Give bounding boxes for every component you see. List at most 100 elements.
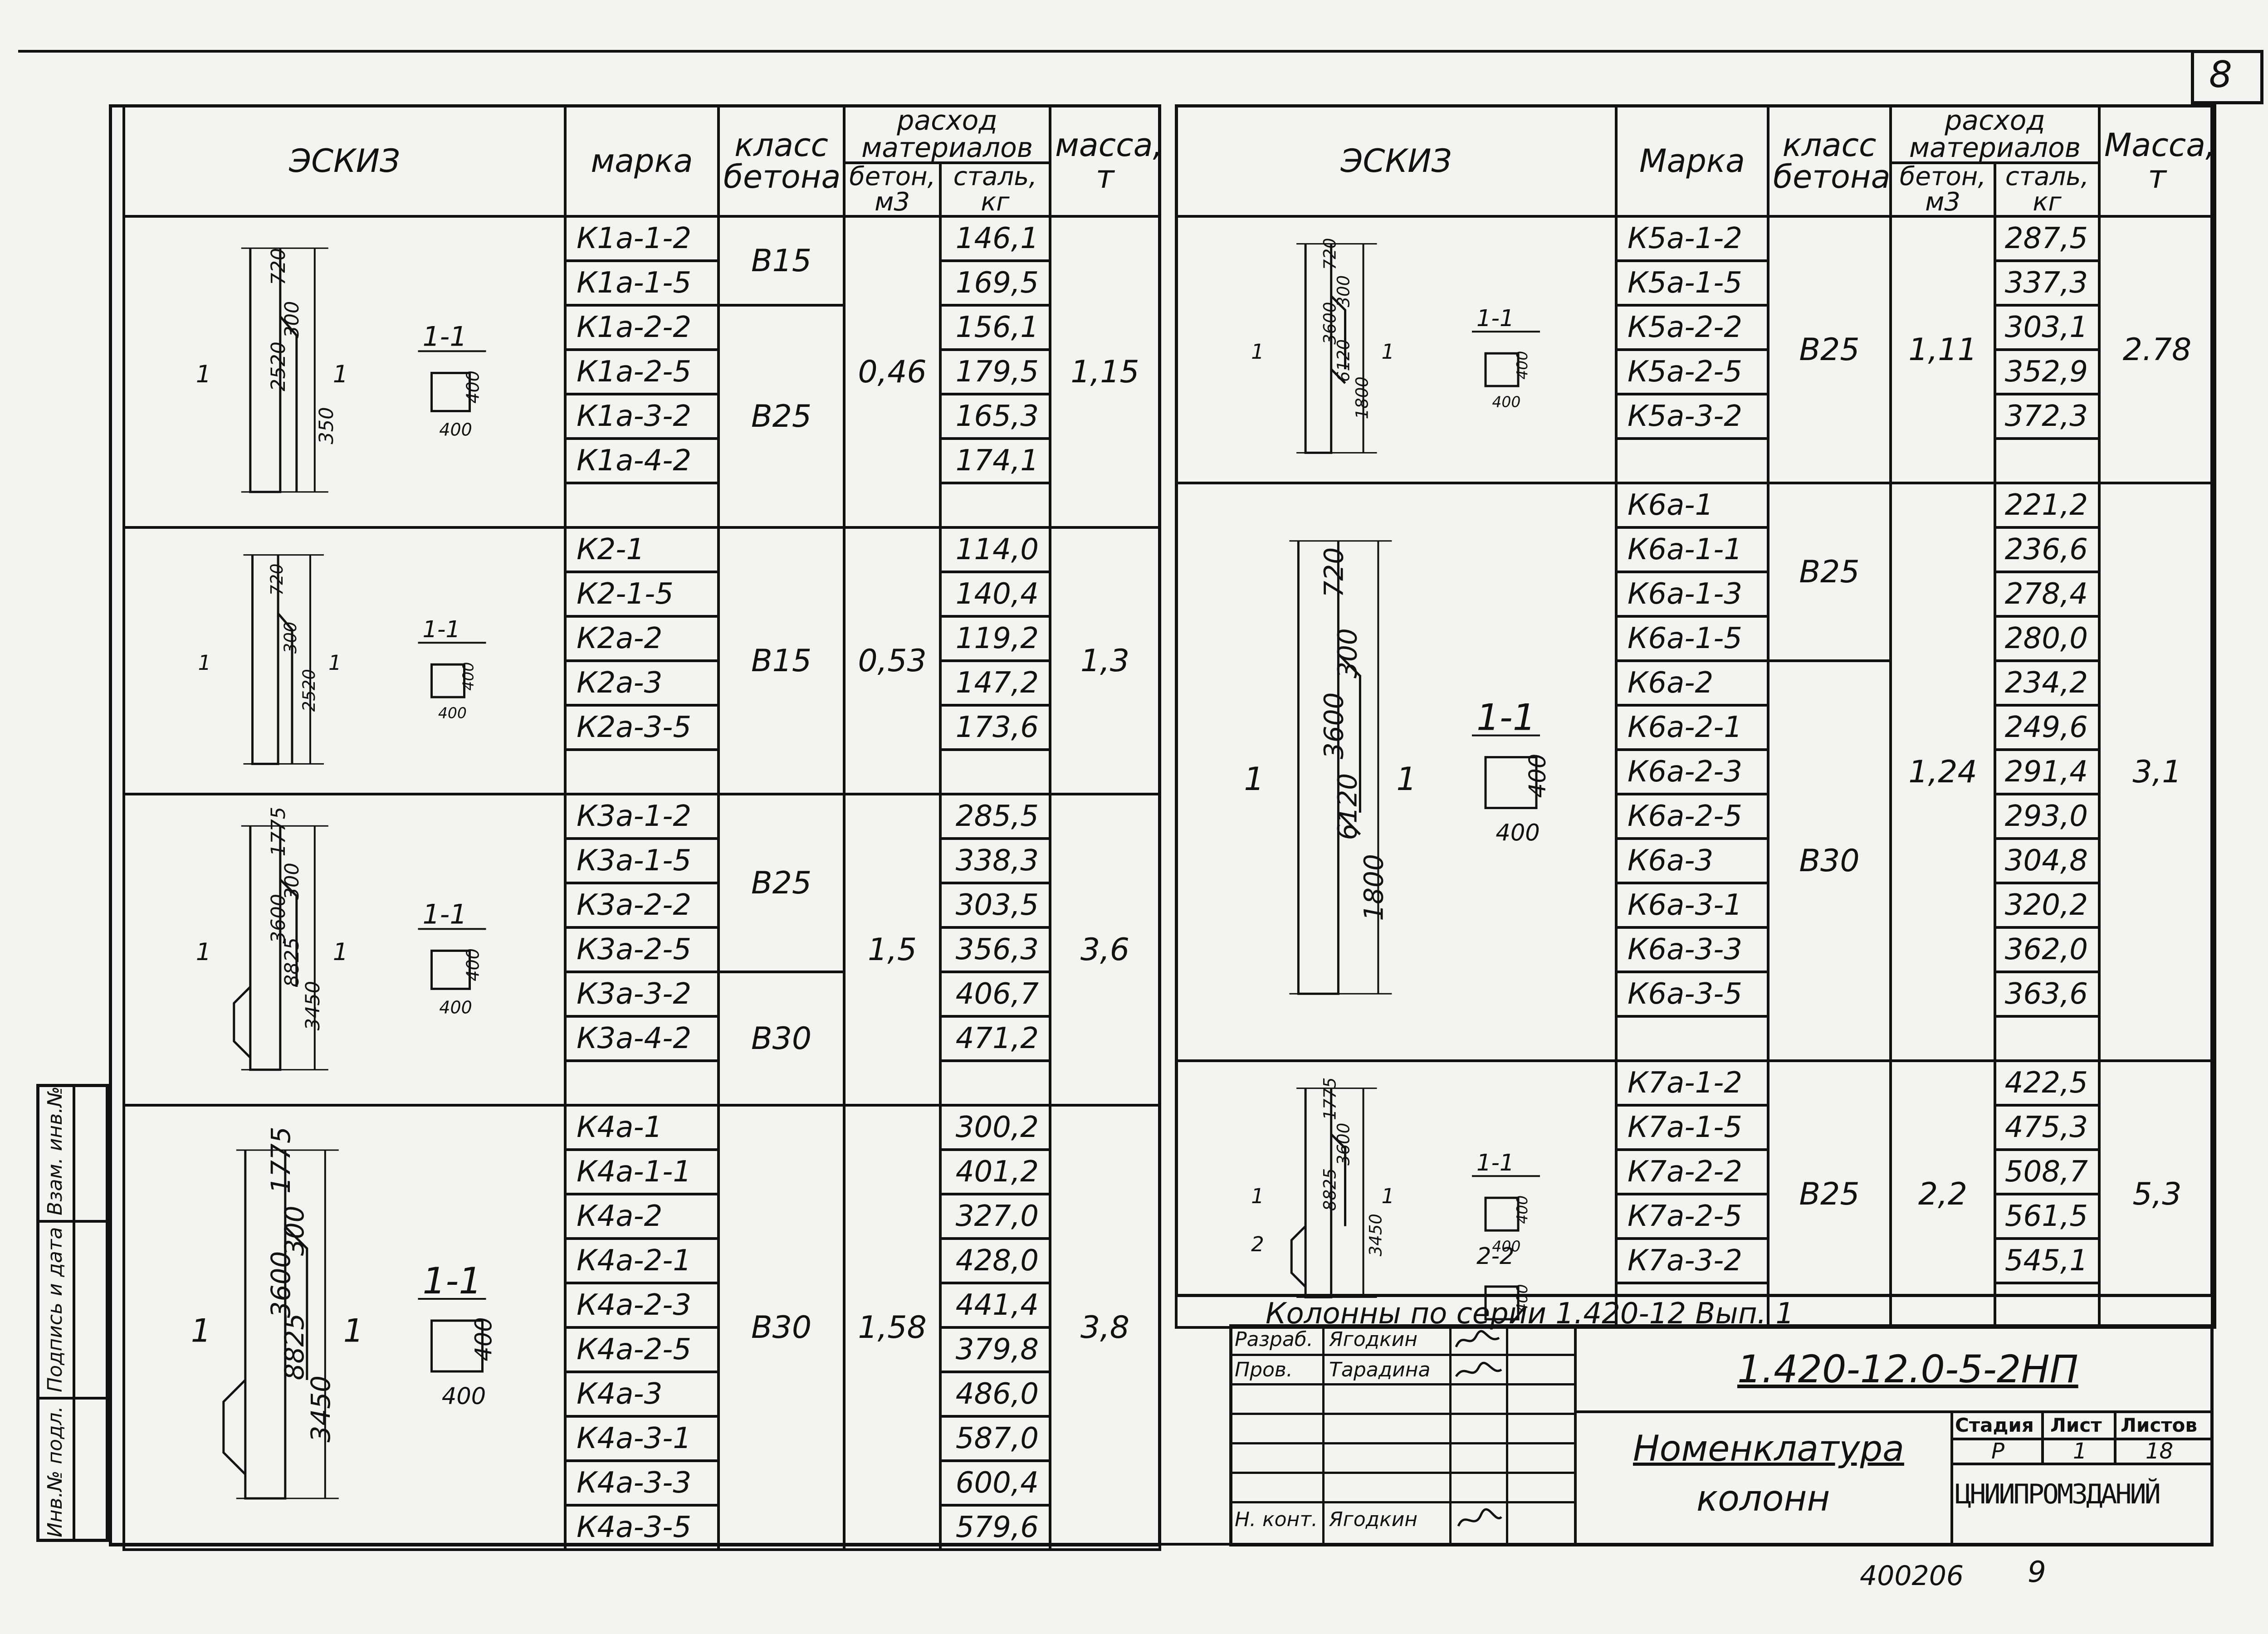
mark-cell: К3а-1-2 [564,793,720,840]
tb-divider [1950,1410,1953,1546]
steel-cell: 338,3 [938,837,1051,884]
right-sketch-2-cross-section [1484,756,1538,810]
mark-cell: К4а-3-1 [564,1415,720,1462]
concrete-volume-cell: 0,53 [843,526,942,795]
top-border-line [18,50,2259,53]
left-sketch-2-dimension-1: 300 [281,622,300,654]
right-header-consumption: расход материалов [1889,104,2101,164]
mark-cell: К6а-3-5 [1615,971,1769,1018]
right-sketch-3-section2-dim-0: 400 [1513,1284,1531,1313]
left-sketch-3-cut-mark: 1 [196,938,211,966]
left-sketch-2-dimension-0: 720 [267,564,287,596]
tb-stage: Р [1991,1439,2004,1464]
mark-cell: К1а-2-2 [564,304,720,351]
right-sketch-1-dimension-0: 720 [1320,238,1340,270]
mark-cell [1615,1015,1769,1062]
steel-cell: 363,6 [1994,971,2101,1018]
mark-cell: К5а-1-5 [1615,259,1769,307]
tb-col [1506,1324,1508,1546]
steel-cell: 119,2 [938,615,1051,662]
concrete-class-cell: В15 [717,526,846,795]
tb-sheet: 1 [2073,1439,2087,1464]
steel-cell: 156,1 [938,304,1051,351]
left-sketch-1-dimension-2: 2520 [267,341,290,391]
steel-cell: 600,4 [938,1459,1051,1507]
right-sketch-3-cross-section-2 [1484,1285,1520,1321]
concrete-class-cell: В25 [717,793,846,973]
right-header-class: класс бетона [1767,104,1892,218]
steel-cell: 140,4 [938,571,1051,618]
steel-cell [938,1059,1051,1107]
steel-cell: 352,9 [1994,348,2101,395]
steel-cell: 303,5 [938,882,1051,929]
right-sketch-3-cut-mark: 1 [1251,1184,1264,1208]
right-sketch-1-section-title: 1-1 [1476,305,1514,332]
steel-cell: 169,5 [938,259,1051,307]
steel-cell: 471,2 [938,1015,1051,1062]
side-sign-date: Подпись и дата [44,1227,67,1392]
table-row: К6а-3-5 363,6 [1176,971,2215,1018]
left-sketch-3-cross-section [430,949,471,990]
archive-sheet: 9 [2028,1556,2046,1589]
left-sketch-1-dimension-3: 350 [315,407,338,444]
left-sketch-3-cut-mark: 1 [333,938,348,966]
steel-cell: 428,0 [938,1237,1051,1284]
steel-cell [938,482,1051,529]
steel-cell: 545,1 [1994,1237,2101,1284]
mark-cell: К2а-3-5 [564,704,720,751]
mark-cell: К6а-2 [1615,659,1769,707]
left-header-mark: марка [564,104,720,218]
steel-cell [1994,1015,2101,1062]
steel-cell: 174,1 [938,437,1051,484]
left-sketch-3-section-dim-0: 400 [463,948,483,981]
table-row: 1775360088253450111-14004002-24005902К7а… [1175,1059,2216,1329]
mark-cell: К3а-2-5 [564,926,720,973]
mark-cell: К4а-2-5 [564,1326,720,1373]
steel-cell [1994,437,2101,484]
mass-cell: 3,1 [2098,482,2216,1062]
archive-number: 400206 [1860,1560,1964,1592]
left-sketch-4-section-dim-1: 400 [442,1383,486,1410]
tb-row [1229,1413,1574,1415]
tb-org: ЦНИИПРОМЗДАНИЙ [1955,1478,2161,1510]
steel-cell: 441,4 [938,1282,1051,1329]
side-stamp-divider [73,1084,75,1542]
mark-cell: К6а-1-1 [1615,526,1769,573]
right-sketch-1-dimension-4: 1800 [1353,376,1372,419]
concrete-volume-cell: 1,24 [1889,482,1996,1062]
steel-cell: 287,5 [1994,215,2101,262]
right-sketch-3-section-dim-0: 400 [1513,1195,1531,1224]
left-sketch-1-dimension-1: 300 [281,301,303,338]
left-sketch-4-section-dim-0: 400 [471,1317,498,1361]
tb-row [1229,1472,1574,1474]
mark-cell: К3а-3-2 [564,971,720,1018]
mark-cell: К1а-4-2 [564,437,720,484]
tb-role-check: Пров. [1235,1358,1293,1381]
tb-divider [1574,1324,1577,1546]
left-sketch-2-section-title: 1-1 [423,616,460,643]
right-header-mass: Масса, т [2098,104,2216,218]
right-sketch-1-section-dim-0: 400 [1513,351,1531,380]
left-sketch-2-section-dim-0: 400 [459,662,477,691]
right-sketch-1-cut-mark: 1 [1251,340,1264,364]
mark-cell: К5а-1-2 [1615,215,1769,262]
bottom-border-line [109,1543,2214,1546]
left-header-consumption: расход материалов [843,104,1051,164]
left-sketch-4-dimension-1: 300 [279,1205,310,1256]
left-sketch-4-dimension-0: 1775 [265,1127,296,1194]
